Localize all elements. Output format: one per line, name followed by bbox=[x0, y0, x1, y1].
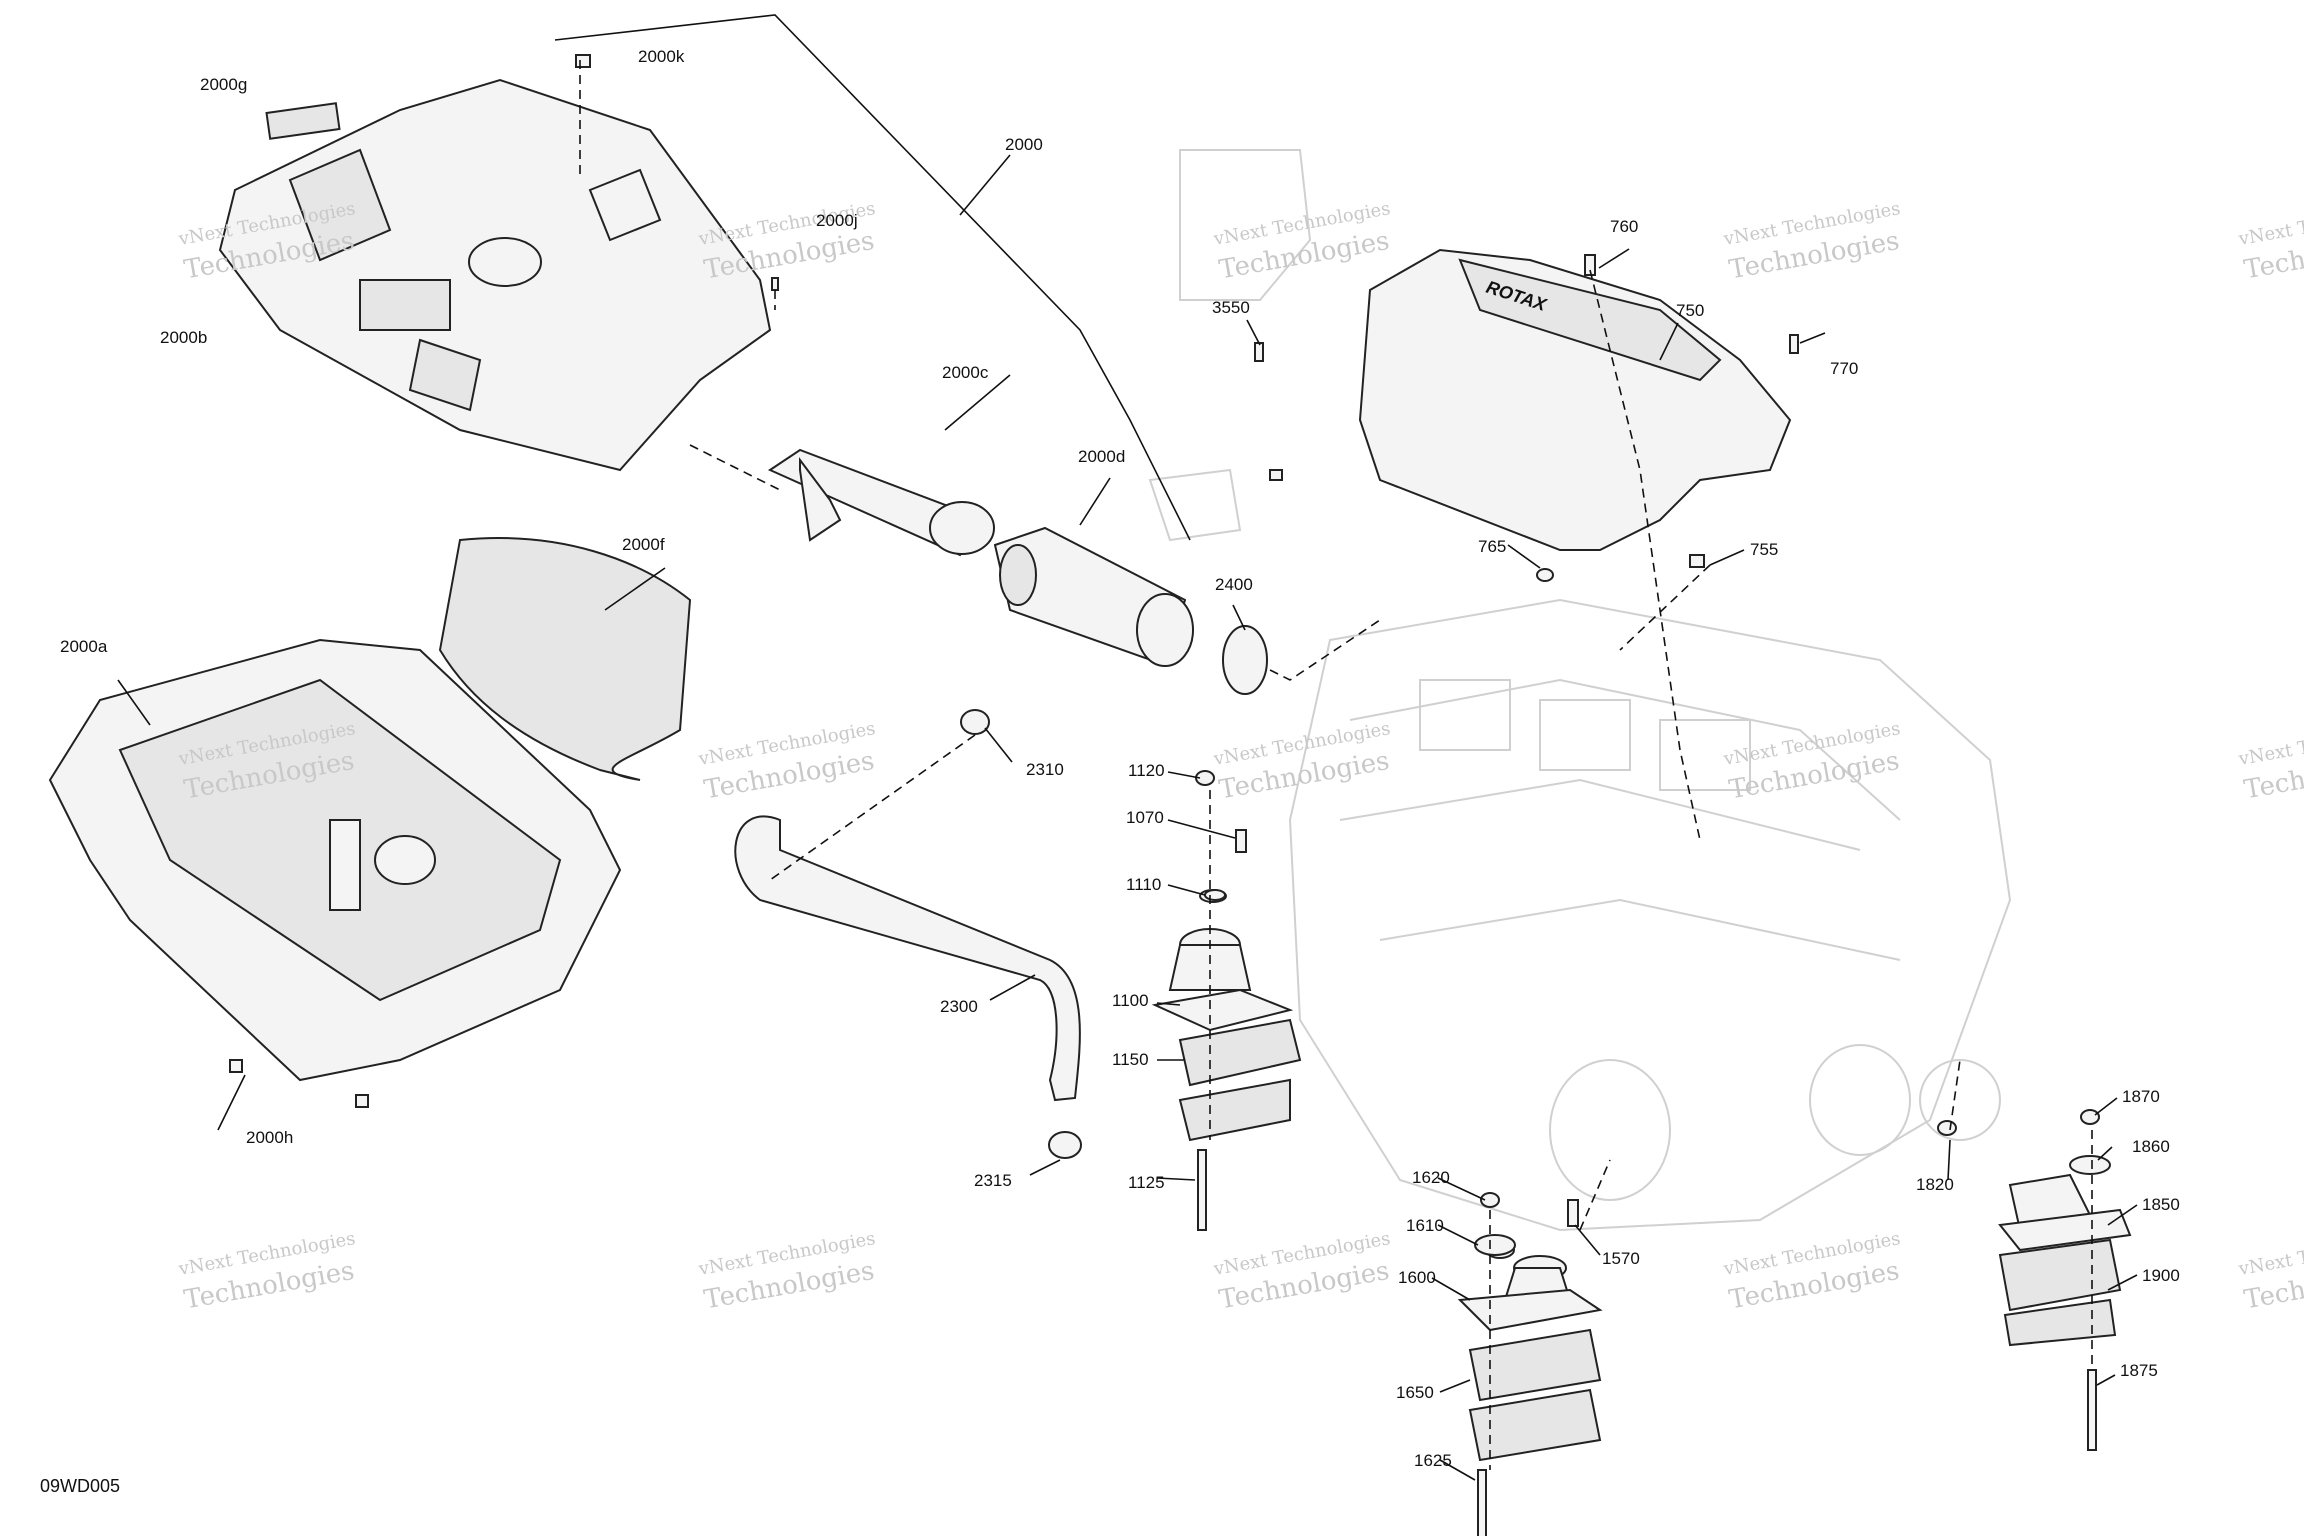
callout-labels: 2000g 2000k 2000 2000j 2000b 2000c 2000d… bbox=[60, 47, 2180, 1470]
callout-label: 750 bbox=[1676, 301, 1704, 320]
callout-label: 2000k bbox=[638, 47, 685, 66]
figure-id: 09WD005 bbox=[40, 1476, 120, 1496]
callout-label: 2000 bbox=[1005, 135, 1043, 154]
callout-label: 1120 bbox=[1128, 761, 1165, 780]
clamp-2310-part bbox=[960, 709, 990, 735]
callout-label: 1900 bbox=[2142, 1266, 2180, 1285]
callout-label: 2000f bbox=[622, 535, 665, 554]
callout-label: 1860 bbox=[2132, 1137, 2170, 1156]
callout-label: 2310 bbox=[1026, 760, 1064, 779]
callout-label: 2000h bbox=[246, 1128, 293, 1147]
callout-label: 2400 bbox=[1215, 575, 1253, 594]
callout-label: 1625 bbox=[1414, 1451, 1452, 1470]
callout-label: 2000a bbox=[60, 637, 108, 656]
leader-lines bbox=[117, 14, 2138, 1481]
callout-label: 1820 bbox=[1916, 1175, 1954, 1194]
callout-label: 1870 bbox=[2122, 1087, 2160, 1106]
callout-label: 1650 bbox=[1396, 1383, 1434, 1402]
lower-airbox-part bbox=[48, 638, 622, 1082]
callout-label: 3550 bbox=[1212, 298, 1250, 317]
watermark-line1: vNext Technologies bbox=[2236, 718, 2304, 770]
clamp-2315-part bbox=[1048, 1131, 1082, 1159]
fasteners-group bbox=[229, 54, 2100, 1256]
callout-label: 1850 bbox=[2142, 1195, 2180, 1214]
callout-label: 755 bbox=[1750, 540, 1778, 559]
callout-label: 2300 bbox=[940, 997, 978, 1016]
callout-label: 1620 bbox=[1412, 1168, 1450, 1187]
throttle-coupler-part bbox=[993, 526, 1194, 667]
callout-label: 1100 bbox=[1112, 991, 1149, 1010]
callout-label: 2000c bbox=[942, 363, 989, 382]
callout-label: 2000d bbox=[1078, 447, 1125, 466]
label-decal-part bbox=[265, 102, 341, 140]
callout-label: 1110 bbox=[1126, 875, 1161, 894]
callout-label: 1600 bbox=[1398, 1268, 1436, 1287]
callout-label: 770 bbox=[1830, 359, 1858, 378]
callout-label: 1570 bbox=[1602, 1249, 1640, 1268]
callout-label: 2000b bbox=[160, 328, 207, 347]
callout-label: 1070 bbox=[1126, 808, 1164, 827]
engine-cover-part: ROTAX bbox=[1358, 248, 1792, 551]
callout-label: 1610 bbox=[1406, 1216, 1444, 1235]
engine-mount-1100-part bbox=[1151, 889, 1302, 1231]
dashed-assembly-lines bbox=[579, 60, 2093, 1470]
air-filter-part bbox=[438, 537, 692, 781]
breather-hose-part bbox=[734, 815, 1081, 1102]
callout-label: 760 bbox=[1610, 217, 1638, 236]
intake-tube-part bbox=[767, 448, 995, 557]
callout-label: 2315 bbox=[974, 1171, 1012, 1190]
callout-label: 1150 bbox=[1112, 1050, 1149, 1069]
callout-label: 1875 bbox=[2120, 1361, 2158, 1380]
watermark-line1: vNext Technologies bbox=[2236, 198, 2304, 250]
callout-label: 765 bbox=[1478, 537, 1506, 556]
upper-airbox-part bbox=[218, 78, 772, 472]
engine-mount-1850-part bbox=[1998, 1155, 2132, 1451]
watermark-line1: vNext Technologies bbox=[2236, 1228, 2304, 1280]
callout-label: 1125 bbox=[1128, 1173, 1165, 1192]
callout-label: 2000j bbox=[816, 211, 858, 230]
engine-mount-1600-part bbox=[1457, 1241, 1603, 1536]
callout-label: 2000g bbox=[200, 75, 247, 94]
clamp-2400-part bbox=[1222, 625, 1268, 695]
engine-ghost-outline bbox=[1148, 149, 2012, 1232]
